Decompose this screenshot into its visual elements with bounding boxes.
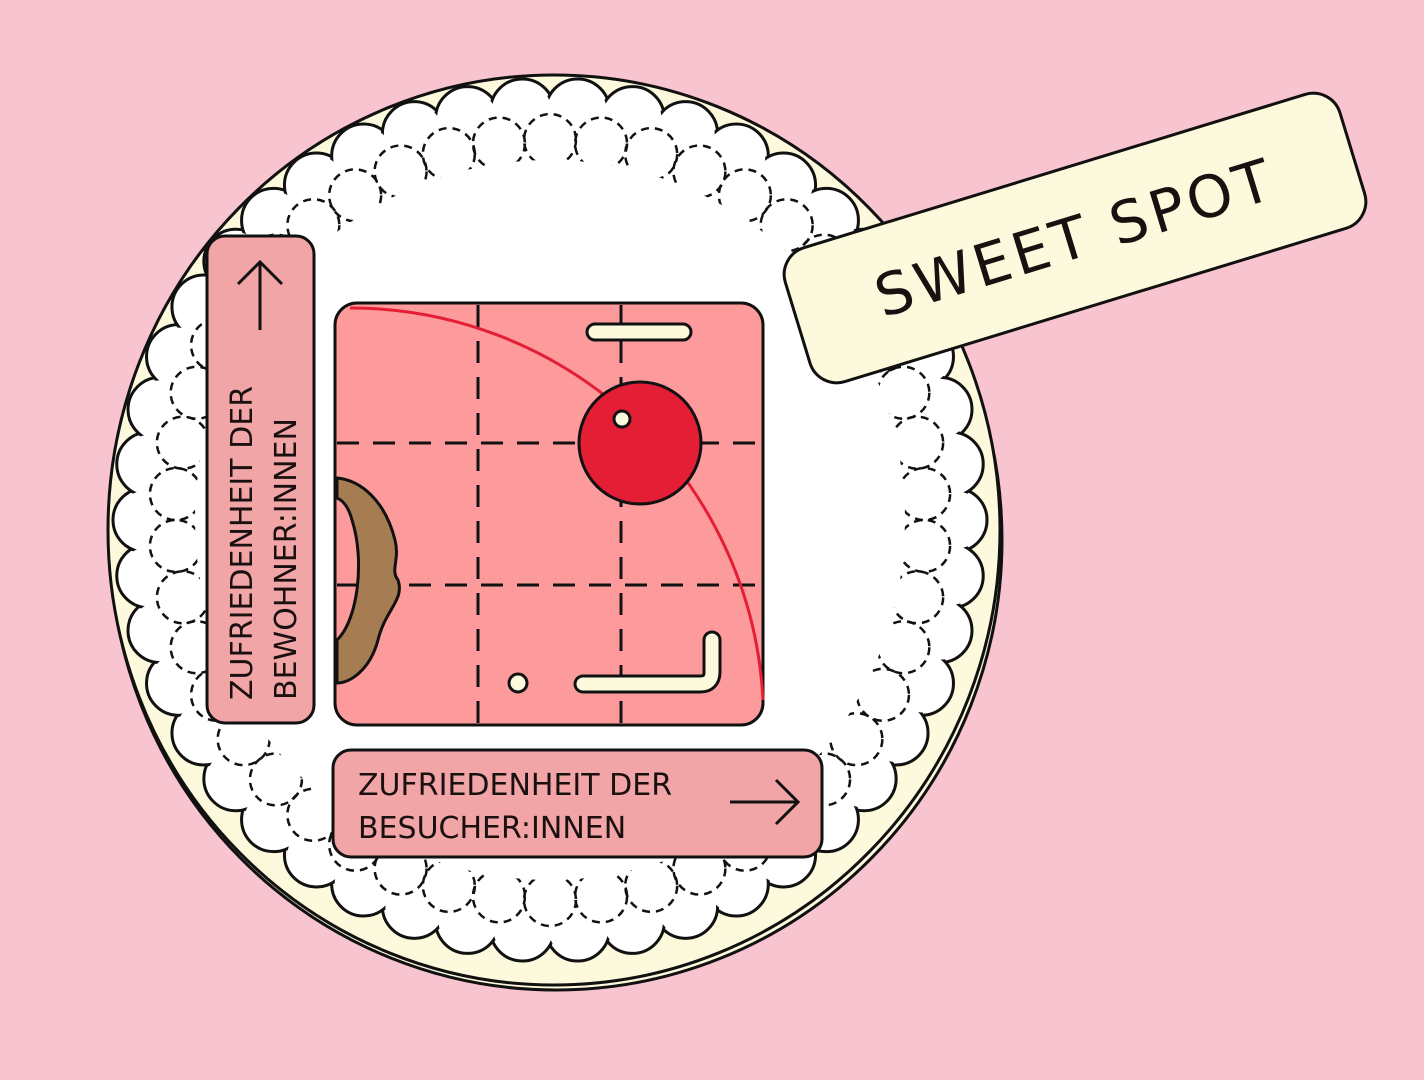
- blob: [335, 476, 401, 685]
- x-axis-label: ZUFRIEDENHEIT DER BESUCHER:INNEN: [331, 748, 824, 859]
- y-axis-label: ZUFRIEDENHEIT DER BEWOHNER:INNEN: [205, 234, 316, 725]
- cream-dot: [507, 672, 529, 694]
- chart-panel: [333, 301, 765, 727]
- cream-bar-top: [585, 322, 693, 342]
- arrow-up-icon: [236, 259, 284, 330]
- dot-highlight: [612, 409, 632, 429]
- x-axis-line1: ZUFRIEDENHEIT DER: [358, 768, 672, 803]
- sweet-spot-dot: [577, 380, 703, 506]
- arrow-right-icon: [730, 778, 801, 826]
- y-axis-line2: BEWOHNER:INNEN: [269, 418, 304, 700]
- y-axis-line1: ZUFRIEDENHEIT DER: [225, 386, 260, 700]
- sweet-spot-tag: SWEET SPOT: [782, 91, 1368, 385]
- x-axis-line2: BESUCHER:INNEN: [358, 811, 626, 846]
